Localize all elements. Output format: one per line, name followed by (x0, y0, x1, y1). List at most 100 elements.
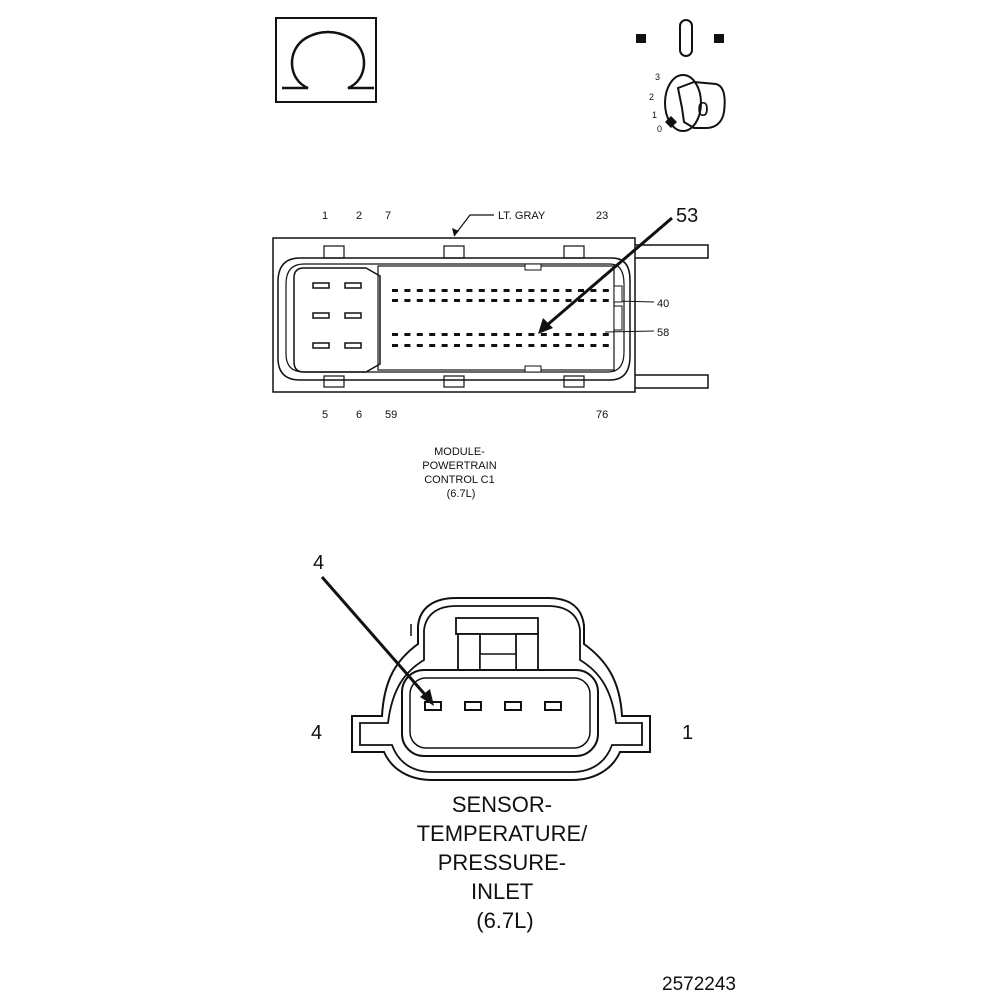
ignition-position-3: 3 (655, 72, 660, 82)
sensor-callout-arrow (320, 576, 430, 699)
pin-cavity (429, 344, 436, 347)
pin-cavity (404, 344, 411, 347)
pin-cavity (429, 333, 436, 336)
signal-pin-cavities (392, 289, 609, 347)
pcm-pin-23-label: 23 (596, 210, 608, 222)
pin-cavity (602, 289, 609, 292)
sensor-pin-4-label: 4 (311, 722, 322, 744)
sensor-caption-line-1: SENSOR- (452, 792, 552, 817)
sensor-caption-line-5: (6.7L) (476, 908, 533, 933)
pin-cavity (565, 344, 572, 347)
pin-cavity (454, 333, 460, 336)
ignition-position-1: 1 (652, 110, 657, 120)
pin-cavity (416, 299, 423, 302)
pcm-pin-59-label: 59 (385, 409, 397, 421)
pin-cavity (602, 333, 609, 336)
pin-cavity (478, 299, 485, 302)
color-callout-line (453, 214, 494, 237)
pin-cavity (466, 299, 473, 302)
pin-cavity (478, 344, 485, 347)
sensor-caption-line-2: TEMPERATURE/ (417, 821, 589, 846)
ignition-position-0: 0 (657, 124, 662, 134)
pin-cavity (516, 333, 522, 336)
pcm-callout-arrow (545, 216, 673, 328)
pin-cavity (590, 344, 597, 347)
pin-cavity (491, 333, 498, 336)
pcm-pin-58-label: 58 (657, 327, 669, 339)
pcm-caption-line-2: POWERTRAIN (422, 460, 496, 472)
pin-cavity (491, 299, 498, 302)
pin-cavity (528, 289, 535, 292)
pcm-caption-line-4: (6.7L) (447, 488, 476, 500)
pin-cavity (404, 289, 411, 292)
pin-cavity (404, 299, 411, 302)
pcm-callout-pin-53: 53 (676, 205, 698, 227)
pin-cavity (516, 344, 522, 347)
pin-cavity (416, 333, 423, 336)
pcm-pin-6-label: 6 (356, 409, 362, 421)
pin-cavity (416, 344, 423, 347)
pin-cavity (553, 289, 560, 292)
pin-cavity (590, 299, 597, 302)
pin-cavity (540, 333, 547, 336)
pin-cavity (491, 344, 498, 347)
pin-cavity (503, 333, 510, 336)
pin-cavity (491, 289, 498, 292)
pcm-caption-line-3: CONTROL C1 (424, 474, 495, 486)
pin-cavity (565, 289, 572, 292)
sensor-terminals (424, 701, 562, 711)
pin-cavity (429, 299, 436, 302)
pcm-pin-2-label: 2 (356, 210, 362, 222)
pin-cavity (602, 344, 609, 347)
ignition-key-label: 0 (697, 99, 708, 121)
pin-cavity (565, 333, 572, 336)
sensor-connector: 4 4 1 SENSOR- TEMPERATURE/ PRESSURE- INL… (311, 552, 693, 933)
pin-cavity (478, 333, 485, 336)
pcm-connector: 1 2 7 23 LT. GRAY 5 6 59 76 40 58 (272, 205, 709, 500)
sensor-callout-pin-4: 4 (313, 552, 324, 574)
pin-cavity (590, 333, 597, 336)
pin-cavity (392, 333, 398, 336)
pcm-pin-1-label: 1 (322, 210, 328, 222)
pin-cavity (516, 299, 522, 302)
pin-cavity (404, 333, 411, 336)
pin-cavity (528, 299, 535, 302)
pin-cavity (454, 289, 460, 292)
pin-cavity (454, 344, 460, 347)
pin-cavity (503, 344, 510, 347)
sensor-caption-line-4: INLET (471, 879, 533, 904)
pin-cavity (503, 299, 510, 302)
pin-cavity (466, 344, 473, 347)
pin-cavity (540, 299, 547, 302)
pin-cavity (392, 289, 398, 292)
pin-cavity (578, 289, 584, 292)
pin-cavity (466, 289, 473, 292)
pin-cavity (441, 289, 448, 292)
sensor-caption: SENSOR- TEMPERATURE/ PRESSURE- INLET (6.… (417, 792, 594, 933)
figure-number: 2572243 (662, 974, 736, 995)
pin-cavity (528, 333, 535, 336)
pin-cavity (553, 299, 560, 302)
pin-cavity (441, 299, 448, 302)
sensor-pin-1-label: 1 (682, 722, 693, 744)
pin-cavity (454, 299, 460, 302)
pin-cavity (466, 333, 473, 336)
pin-cavity (578, 344, 584, 347)
pcm-pin-76-label: 76 (596, 409, 608, 421)
pin-cavity (478, 289, 485, 292)
pin-cavity (429, 289, 436, 292)
ignition-indicator-icon (665, 116, 677, 128)
pin-cavity (528, 344, 535, 347)
pin-cavity (553, 344, 560, 347)
pin-cavity (441, 344, 448, 347)
pcm-pin-40-label: 40 (657, 298, 669, 310)
ohmmeter-icon (275, 17, 377, 103)
pin-cavity (392, 344, 398, 347)
pin-cavity (540, 289, 547, 292)
pin-cavity (416, 289, 423, 292)
pin-cavity (565, 299, 572, 302)
ignition-position-2: 2 (649, 92, 654, 102)
power-pin-cavities (312, 282, 362, 349)
pin-cavity (516, 289, 522, 292)
